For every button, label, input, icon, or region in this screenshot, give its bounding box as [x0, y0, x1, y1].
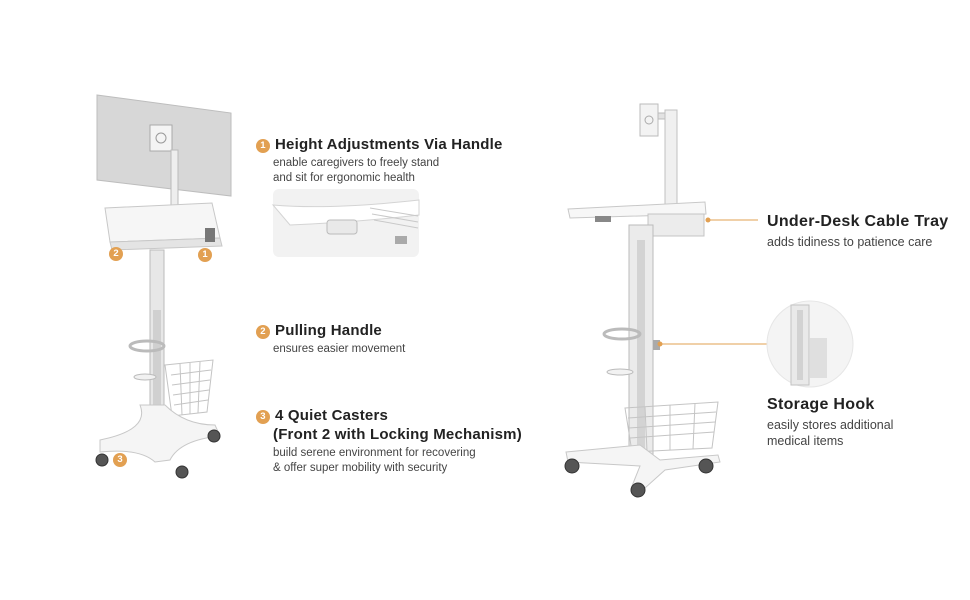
left-cart-image — [95, 94, 232, 479]
cable-tray-pointer — [705, 217, 758, 223]
feature-number-badge: 3 — [256, 410, 270, 424]
feature-title: 3 4 Quiet Casters — [256, 407, 522, 424]
feature-title-text: Pulling Handle — [275, 322, 382, 339]
right-cart-image — [564, 103, 721, 498]
feature-desc-line: ensures easier movement — [273, 343, 406, 355]
feature-storage-hook: Storage Hook easily stores additional me… — [767, 396, 893, 449]
feature-desc-line: and sit for ergonomic health — [273, 172, 415, 184]
feature-desc: build serene environment for recovering … — [273, 446, 522, 476]
feature-number-badge: 2 — [256, 325, 270, 339]
feature-height-adjustments: 1 Height Adjustments Via Handle enable ca… — [256, 136, 503, 186]
height-handle-inset — [271, 189, 420, 257]
feature-title-text: Height Adjustments Via Handle — [275, 136, 503, 153]
image-badge-casters: 3 — [113, 453, 127, 467]
feature-desc-line: enable caregivers to freely stand — [273, 157, 440, 169]
feature-pulling-handle: 2 Pulling Handle ensures easier movement — [256, 322, 405, 357]
feature-desc-line: & offer super mobility with security — [273, 462, 448, 474]
image-badge-height-handle: 1 — [198, 248, 212, 262]
feature-desc-line: easily stores additional — [767, 418, 894, 432]
feature-desc-line: build serene environment for recovering — [273, 447, 476, 459]
feature-title-text: 4 Quiet Casters — [275, 407, 389, 424]
feature-desc: ensures easier movement — [273, 342, 405, 357]
feature-title-line2: (Front 2 with Locking Mechanism) — [273, 426, 522, 443]
feature-desc-line: medical items — [767, 434, 844, 448]
storage-hook-pointer — [657, 341, 770, 347]
feature-desc: enable caregivers to freely stand and si… — [273, 156, 503, 186]
feature-cable-tray: Under-Desk Cable Tray adds tidiness to p… — [767, 213, 948, 250]
feature-desc: adds tidiness to patience care — [767, 235, 933, 249]
feature-quiet-casters: 3 4 Quiet Casters (Front 2 with Locking M… — [256, 407, 522, 476]
feature-title: Storage Hook — [767, 396, 875, 413]
image-badge-pulling-handle: 2 — [109, 247, 123, 261]
feature-number-badge: 1 — [256, 139, 270, 153]
feature-title: 1 Height Adjustments Via Handle — [256, 136, 503, 153]
feature-title: Under-Desk Cable Tray — [767, 213, 949, 230]
feature-desc: easily stores additional medical items — [767, 417, 893, 449]
feature-title: 2 Pulling Handle — [256, 322, 405, 339]
storage-hook-inset — [766, 300, 854, 388]
